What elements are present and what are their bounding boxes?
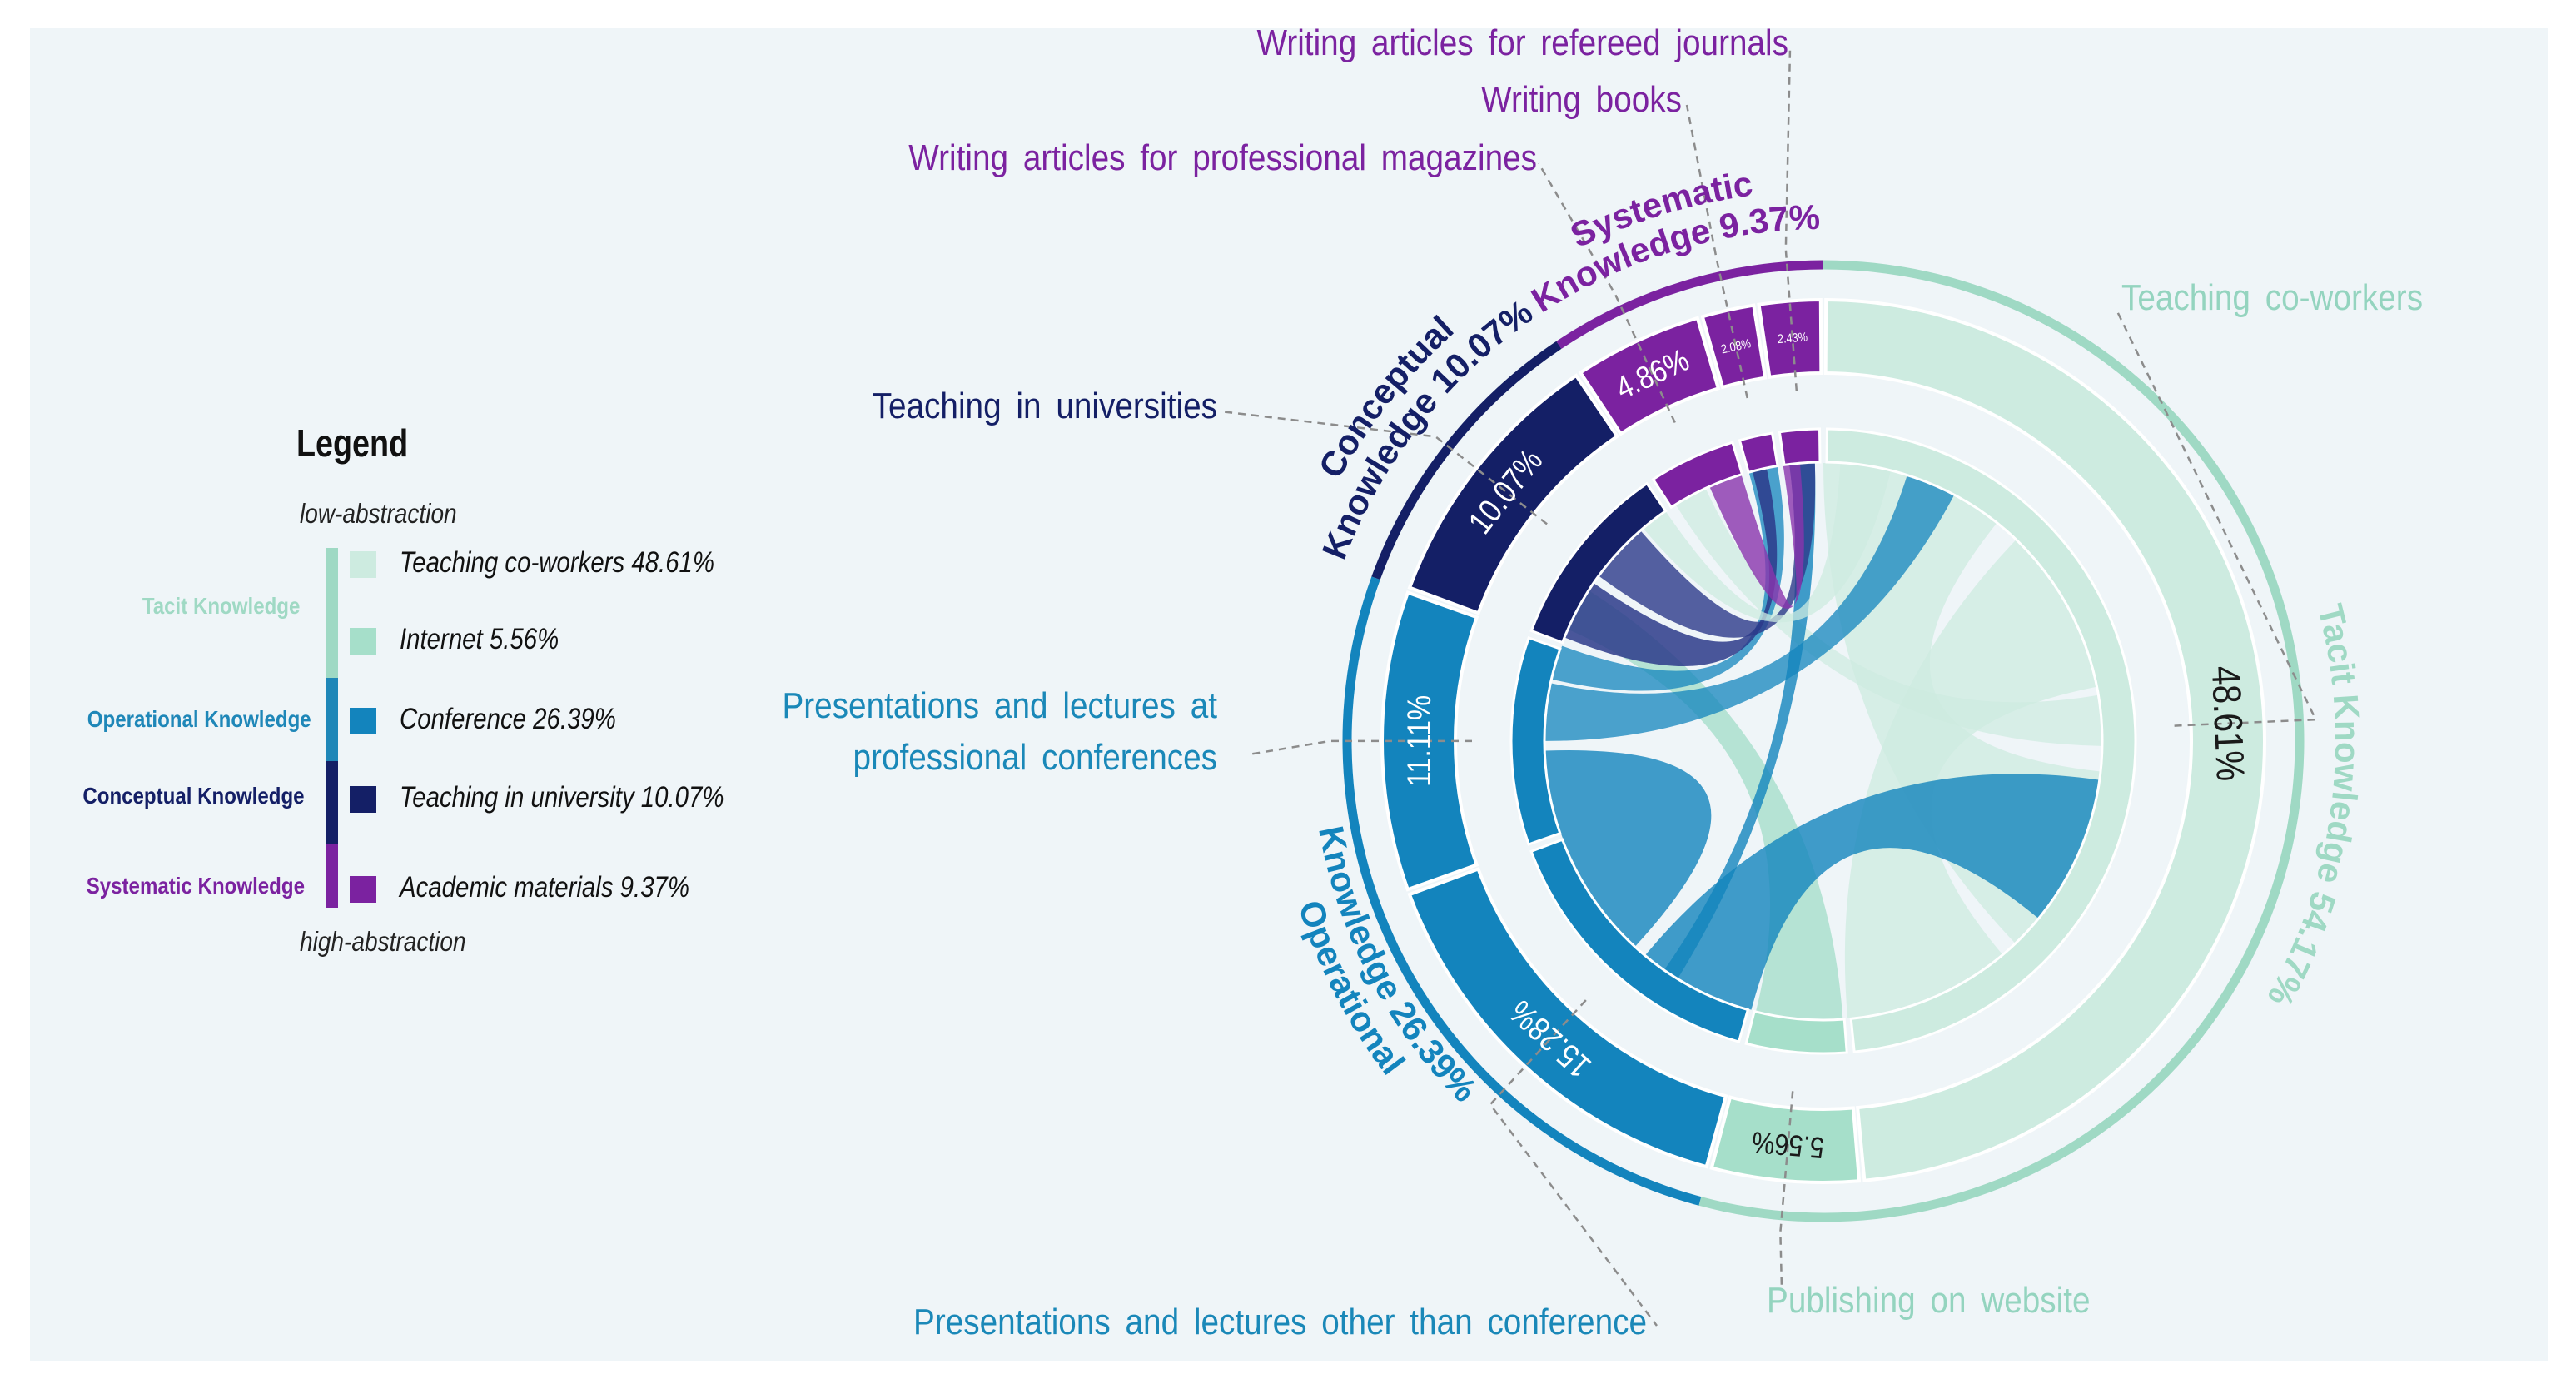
legend-group-systematic: Systematic Knowledge xyxy=(86,873,305,899)
inner-arc xyxy=(1744,1009,1848,1055)
segment-arc xyxy=(1823,297,2266,1182)
leader-line xyxy=(1489,999,1658,1327)
inner-arc xyxy=(1509,635,1562,846)
legend-bar-operational xyxy=(326,678,338,761)
ribbon xyxy=(1709,464,1804,609)
legend-bar-tacit xyxy=(326,548,338,678)
callout-label: Writing articles for refereed journals xyxy=(1256,22,1788,63)
leader-line xyxy=(1537,162,1676,424)
legend-item-internet: Internet 5.56% xyxy=(400,623,559,655)
legend-swatch-internet xyxy=(350,628,376,655)
outer-ring xyxy=(1342,260,2305,1222)
callout-label: Teaching co-workers xyxy=(2121,276,2423,318)
callout-label: professional conferences xyxy=(853,736,1217,778)
legend-item-academic-materials: Academic materials 9.37% xyxy=(400,871,690,904)
segment-arc xyxy=(1709,1095,1862,1184)
ribbon xyxy=(1676,489,2101,746)
leader-line xyxy=(1784,47,1798,391)
legend-item-conference: Conference 26.39% xyxy=(400,703,616,735)
ribbon xyxy=(1599,463,1816,638)
leader-line xyxy=(1685,104,1748,399)
ribbon xyxy=(1545,750,1712,947)
callout-label: Teaching in universities xyxy=(873,385,1217,426)
legend-bar-systematic xyxy=(326,844,338,908)
legend-group-tacit: Tacit Knowledge xyxy=(142,593,300,619)
ribbon xyxy=(1645,774,2099,1010)
legend-swatch-academic-materials xyxy=(350,876,376,903)
leader-line xyxy=(1779,1091,1794,1290)
category-arc xyxy=(1556,260,1823,349)
inner-arc xyxy=(1529,838,1750,1043)
ribbon xyxy=(1844,540,2096,1018)
callout-label: Presentations and lectures other than co… xyxy=(913,1301,1647,1342)
ribbon xyxy=(1644,463,1891,623)
category-label: Tacit Knowledge 54.17% xyxy=(2260,600,2367,1013)
inner-arc xyxy=(1738,431,1779,475)
callout-label: Publishing on website xyxy=(1767,1279,2091,1321)
inner-arc xyxy=(1529,481,1668,645)
inner-arc xyxy=(1778,427,1822,467)
leader-line xyxy=(2115,309,2318,727)
segment-value-label: 2.43% xyxy=(1777,329,1808,346)
segment-arc xyxy=(1578,316,1721,436)
inner-ring xyxy=(1509,427,2137,1055)
legend-group-conceptual: Conceptual Knowledge xyxy=(82,783,305,809)
segment-arc xyxy=(1407,866,1728,1169)
legend-item-teaching-in-university: Teaching in university 10.07% xyxy=(400,781,724,814)
callout-label: Writing articles for professional magazi… xyxy=(908,137,1537,178)
legend-swatch-teaching-in-university xyxy=(350,786,376,813)
segment-value-label: 48.61% xyxy=(2203,665,2252,783)
segment-arc xyxy=(1757,297,1823,380)
legend-low-note: low-abstraction xyxy=(300,498,457,529)
ribbon xyxy=(1564,468,1778,666)
legend-swatch-teaching-co-workers xyxy=(350,551,376,578)
segment-value-label: 5.56% xyxy=(1751,1125,1826,1164)
ribbons xyxy=(1545,463,2101,1020)
ribbon xyxy=(1545,475,1954,741)
legend-item-teaching-co-workers: Teaching co-workers 48.61% xyxy=(400,546,715,579)
segment-arc xyxy=(1407,373,1620,615)
legend-title: Legend xyxy=(296,421,409,465)
callout-label: Writing books xyxy=(1481,78,1682,120)
leader-lines xyxy=(1220,47,2318,1327)
legend-swatch-conference xyxy=(350,708,376,734)
legend-bar-conceptual xyxy=(326,761,338,844)
callout-label: Presentations and lectures at xyxy=(782,685,1217,726)
leader-line xyxy=(1248,739,1473,756)
leader-line xyxy=(1220,410,1548,525)
inner-arc xyxy=(1825,427,2137,1053)
legend-group-operational: Operational Knowledge xyxy=(87,706,311,732)
legend-high-note: high-abstraction xyxy=(300,926,466,957)
segment-value-label: 11.11% xyxy=(1400,695,1437,787)
inner-arc xyxy=(1651,441,1744,510)
segment-arc xyxy=(1700,303,1768,390)
